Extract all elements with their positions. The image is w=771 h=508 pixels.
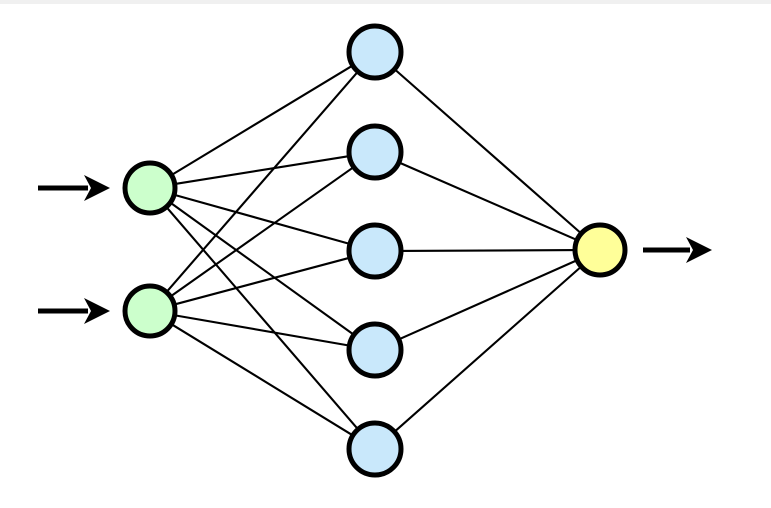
output-arrow-1 [643, 237, 712, 263]
node-circle-input-1[interactable] [122, 160, 178, 216]
node-circle-hidden-2[interactable] [346, 123, 404, 181]
connection-edge [172, 314, 352, 347]
node-output-1[interactable] [572, 222, 628, 278]
connection-edge [398, 249, 578, 252]
node-hidden-4[interactable] [346, 321, 404, 379]
input-arrow-1 [38, 175, 110, 201]
node-hidden-5[interactable] [346, 420, 404, 478]
node-input-1[interactable] [122, 160, 178, 216]
arrow-right-icon [84, 298, 110, 324]
connection-edge [169, 63, 355, 177]
connection-edge [169, 322, 355, 437]
io-arrows-group [38, 175, 712, 324]
input-arrow-2 [38, 298, 110, 324]
node-input-2[interactable] [122, 283, 178, 339]
node-circle-hidden-3[interactable] [346, 222, 404, 280]
node-hidden-2[interactable] [346, 123, 404, 181]
top-edge-strip [0, 0, 771, 4]
node-circle-input-2[interactable] [122, 283, 178, 339]
connection-edge [172, 256, 352, 306]
node-circle-hidden-4[interactable] [346, 321, 404, 379]
connection-edge [168, 165, 356, 299]
connection-edge [164, 69, 360, 294]
node-circle-hidden-5[interactable] [346, 420, 404, 478]
connection-edge [172, 154, 352, 186]
connection-edge [396, 258, 580, 341]
connection-edge [164, 205, 360, 432]
edges-group [164, 63, 584, 437]
nodes-group [122, 23, 628, 478]
connection-edge [172, 193, 352, 246]
node-circle-hidden-1[interactable] [346, 23, 404, 81]
arrow-right-icon [84, 175, 110, 201]
node-circle-output-1[interactable] [572, 222, 628, 278]
connection-edge [396, 160, 580, 242]
node-hidden-1[interactable] [346, 23, 404, 81]
connection-edge [392, 67, 584, 236]
arrow-right-icon [686, 237, 712, 263]
connection-edge [392, 264, 584, 434]
connection-edge [168, 200, 356, 337]
node-hidden-3[interactable] [346, 222, 404, 280]
